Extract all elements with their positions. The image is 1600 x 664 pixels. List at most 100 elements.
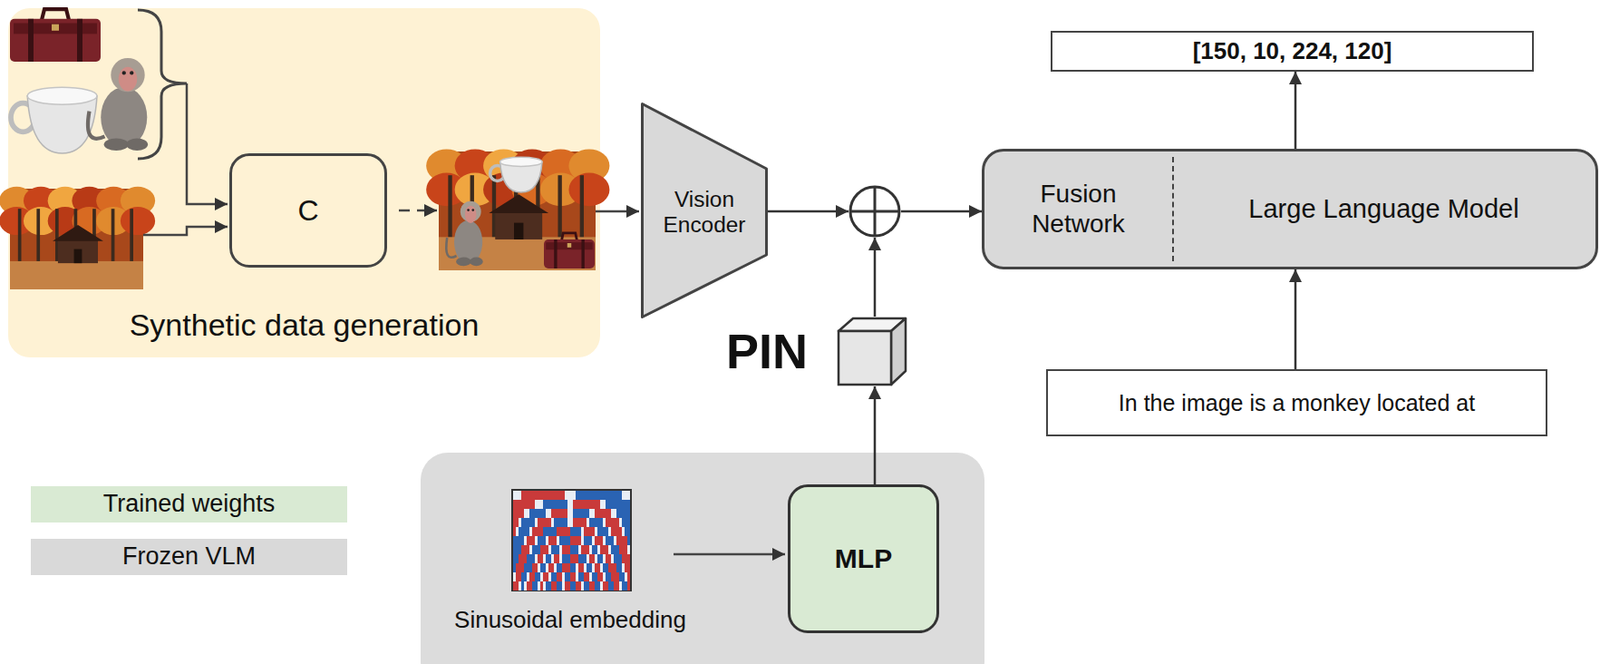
embedding-picture xyxy=(619,535,622,545)
monkey-picture xyxy=(469,257,484,267)
embedding-picture xyxy=(532,572,535,582)
embedding-picture xyxy=(534,562,538,573)
embedding-picture xyxy=(521,517,524,527)
embedding-picture xyxy=(594,581,598,591)
suitcase-picture xyxy=(77,19,83,62)
embedding-picture xyxy=(521,572,524,582)
embedding-picture xyxy=(608,517,611,527)
embedding-picture xyxy=(600,535,603,545)
embedding-picture xyxy=(597,581,601,591)
embedding-picture xyxy=(591,526,595,536)
embedding-picture xyxy=(602,535,606,545)
text-area: In the image is a monkey located at xyxy=(1047,370,1546,435)
embedding-picture xyxy=(556,581,560,591)
label-text: Fusion Network xyxy=(1010,179,1147,238)
label-text: PIN xyxy=(726,322,808,379)
embedding-picture xyxy=(572,490,576,500)
forest-picture xyxy=(447,174,452,241)
embedding-picture xyxy=(559,553,563,563)
embedding-picture xyxy=(529,572,533,582)
label-text: [150, 10, 224, 120] xyxy=(1192,38,1393,66)
embedding-picture xyxy=(553,526,557,536)
embedding-picture xyxy=(616,517,620,527)
embedding-picture xyxy=(608,508,611,518)
embedding-picture xyxy=(540,517,544,527)
embedding-picture xyxy=(523,490,527,500)
embedding-picture xyxy=(513,572,516,582)
cube-icon xyxy=(836,316,909,387)
embedding-picture xyxy=(545,535,549,545)
embedding-picture xyxy=(602,517,606,527)
embedding-picture xyxy=(534,572,538,582)
curly-brace xyxy=(137,9,187,159)
data-generation-panel: Synthetic data generationC xyxy=(8,8,601,358)
legend-swatch: Trained weights xyxy=(30,485,348,523)
embedding-picture xyxy=(572,535,576,545)
embedding-picture xyxy=(610,562,614,573)
embedding-picture xyxy=(583,517,587,527)
embedding-picture xyxy=(586,526,590,536)
wire-arrow xyxy=(673,552,786,556)
embedding-picture xyxy=(548,544,552,554)
embedding-picture xyxy=(597,572,601,582)
embedding-picture xyxy=(624,581,628,591)
embedding-picture xyxy=(529,526,533,536)
embedding-picture xyxy=(553,544,557,554)
embedding-picture xyxy=(581,553,584,563)
embedding-picture xyxy=(591,581,595,591)
embedding-picture xyxy=(594,517,598,527)
wire-arrow xyxy=(186,83,228,204)
embedding-picture xyxy=(605,517,609,527)
embedding-picture xyxy=(543,553,546,563)
embedding-picture xyxy=(610,581,614,591)
embedding-picture xyxy=(564,526,568,536)
embedding-picture xyxy=(586,490,590,500)
embedding-picture xyxy=(567,544,571,554)
embedding-picture xyxy=(562,526,565,536)
embedding-picture xyxy=(619,490,622,500)
embedding-picture xyxy=(610,572,614,582)
embedding-picture xyxy=(567,562,571,573)
embedding-picture xyxy=(594,508,598,518)
embedding-picture xyxy=(572,581,576,591)
embedding-picture xyxy=(559,517,563,527)
embedding-picture xyxy=(551,572,554,582)
embedding-picture xyxy=(605,572,609,582)
embedding-picture xyxy=(543,490,546,500)
embedding-picture xyxy=(518,544,522,554)
embedding-picture xyxy=(532,499,535,509)
embedding-picture xyxy=(570,572,573,582)
embedding-picture xyxy=(521,562,524,573)
embedding-picture xyxy=(602,544,606,554)
embedding-picture xyxy=(548,553,552,563)
embedding-picture xyxy=(589,499,592,509)
embedding-picture xyxy=(608,490,611,500)
embedding-picture xyxy=(613,544,617,554)
embedding-picture xyxy=(562,572,565,582)
embedding-picture xyxy=(627,572,631,582)
embedding-picture xyxy=(523,508,527,518)
embedding-picture xyxy=(586,544,590,554)
llm-box: Fusion NetworkLarge Language Model xyxy=(981,148,1599,270)
illustrations xyxy=(0,9,631,591)
embedding-picture xyxy=(562,544,565,554)
embedding-picture xyxy=(591,562,595,573)
embedding-picture xyxy=(602,581,606,591)
embedding-picture xyxy=(624,544,628,554)
embedding-picture xyxy=(534,517,538,527)
embedding-picture xyxy=(616,490,620,500)
text-area: C xyxy=(232,155,385,265)
monkey-picture xyxy=(129,70,134,75)
embedding-picture xyxy=(523,499,527,509)
embedding-picture xyxy=(570,535,573,545)
suitcase-picture xyxy=(51,24,59,31)
embedding-picture xyxy=(567,572,571,582)
embedding-picture xyxy=(551,544,554,554)
embedding-picture xyxy=(523,553,527,563)
embedding-picture xyxy=(581,526,584,536)
embedding-picture xyxy=(624,572,628,582)
embedding-picture xyxy=(540,553,544,563)
embedding-picture xyxy=(616,544,620,554)
suitcase-picture xyxy=(581,239,584,269)
embedding-picture xyxy=(570,562,573,573)
